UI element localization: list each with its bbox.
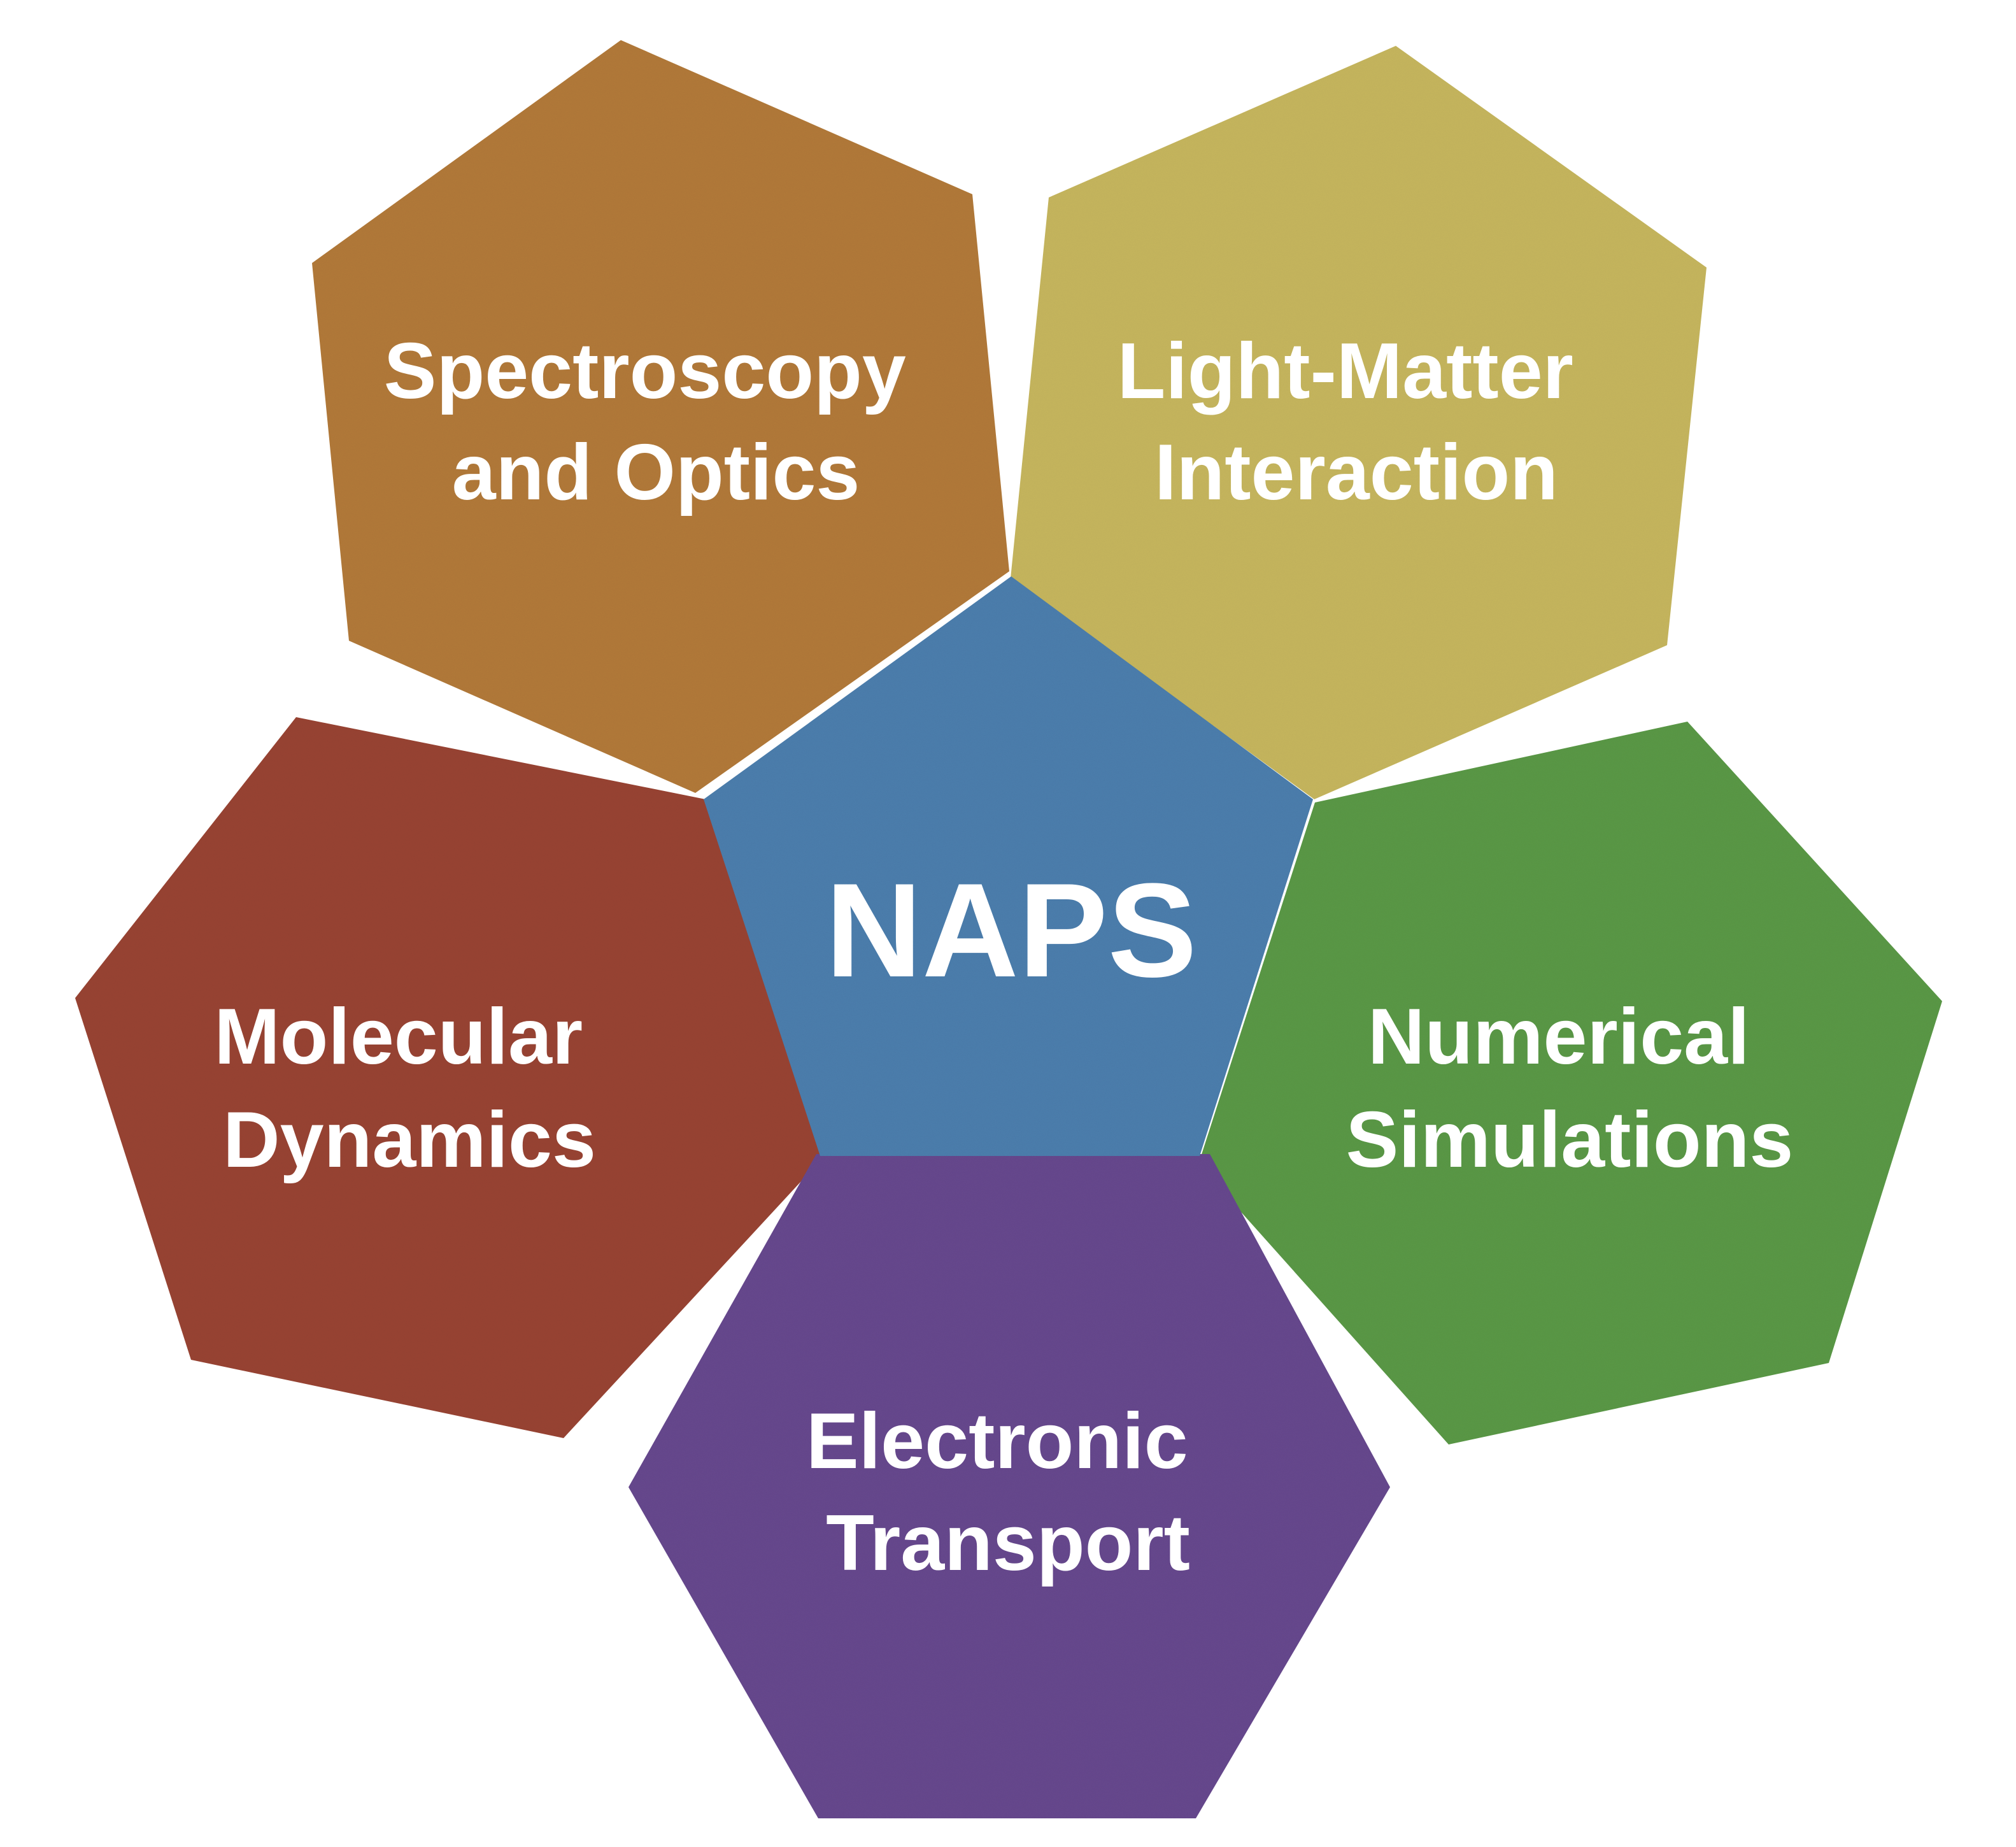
molecular-label-line-2: Dynamics xyxy=(223,1096,596,1184)
petal-numerical: Numerical Simulations xyxy=(1198,722,1942,1444)
light-matter-hexagon xyxy=(1011,46,1707,799)
molecular-hexagon xyxy=(75,717,825,1438)
spectroscopy-label: Spectroscopy and Optics xyxy=(384,327,928,517)
numerical-label-line-2: Simulations xyxy=(1346,1096,1794,1184)
numerical-hexagon xyxy=(1198,722,1942,1444)
electronic-label-line-1: Electronic xyxy=(806,1397,1188,1485)
numerical-label: Numerical Simulations xyxy=(1346,993,1794,1184)
center-label: NAPS xyxy=(825,855,1196,1005)
petal-molecular: Molecular Dynamics xyxy=(75,717,825,1438)
electronic-label-line-2: Transport xyxy=(826,1499,1190,1587)
petal-electronic: Electronic Transport xyxy=(628,1154,1390,1818)
petal-light-matter: Light-Matter Interaction xyxy=(1011,46,1707,799)
light-matter-label-line-1: Light-Matter xyxy=(1118,327,1573,415)
molecular-label: Molecular Dynamics xyxy=(214,993,604,1184)
numerical-label-line-1: Numerical xyxy=(1368,993,1750,1081)
petal-spectroscopy: Spectroscopy and Optics xyxy=(312,40,1009,793)
center-naps: NAPS xyxy=(704,576,1313,1156)
electronic-label: Electronic Transport xyxy=(806,1397,1210,1587)
molecular-label-line-1: Molecular xyxy=(214,993,583,1081)
spectroscopy-label-line-1: Spectroscopy xyxy=(384,327,906,415)
spectroscopy-hexagon xyxy=(312,40,1009,793)
spectroscopy-label-line-2: and Optics xyxy=(452,429,860,517)
light-matter-label: Light-Matter Interaction xyxy=(1118,327,1596,517)
electronic-hexagon xyxy=(628,1154,1390,1818)
center-pentagon xyxy=(704,576,1313,1156)
light-matter-label-line-2: Interaction xyxy=(1154,429,1558,517)
